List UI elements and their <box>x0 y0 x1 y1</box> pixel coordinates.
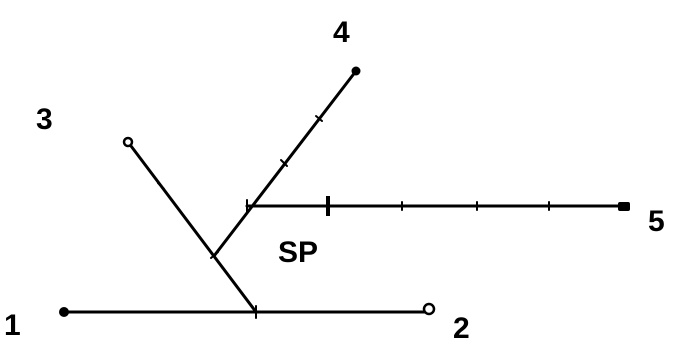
tick-mark <box>210 251 219 259</box>
sp-label: SP <box>278 236 318 269</box>
tick-mark <box>157 182 165 190</box>
node-4-label: 4 <box>333 16 350 49</box>
node-5-label: 5 <box>648 205 665 238</box>
node-2-label: 2 <box>453 312 470 340</box>
node-1-label: 1 <box>4 309 21 340</box>
node-2-marker <box>422 302 436 316</box>
node-5-marker <box>618 202 630 211</box>
node-4-marker <box>351 66 361 76</box>
line-3-junction <box>126 140 258 314</box>
node-3-label: 3 <box>36 103 53 136</box>
node-3-marker <box>122 136 134 148</box>
tick-mark <box>315 115 323 122</box>
tick-mark <box>280 159 288 167</box>
node-1-marker <box>59 307 69 317</box>
